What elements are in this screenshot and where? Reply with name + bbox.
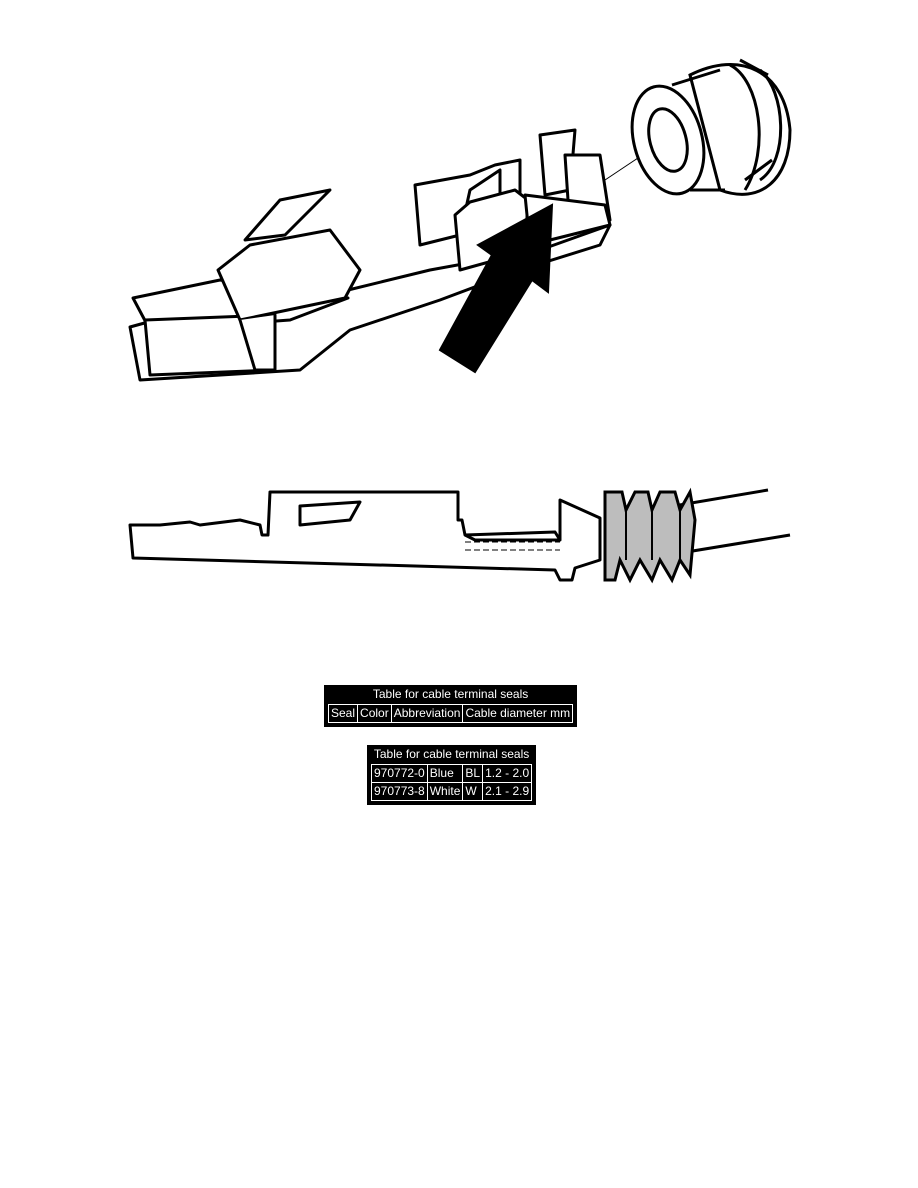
terminal-side-figure	[128, 487, 791, 584]
column-header: Cable diameter mm	[462, 704, 574, 723]
table-cell: W	[462, 782, 484, 801]
seal-table-header: Table for cable terminal seals Seal Colo…	[324, 685, 578, 727]
table: Seal Color Abbreviation Cable diameter m…	[327, 704, 574, 723]
table-caption: Table for cable terminal seals	[372, 687, 529, 701]
column-header: Abbreviation	[390, 704, 464, 723]
table-caption: Table for cable terminal seals	[373, 747, 530, 761]
table-cell: BL	[462, 764, 484, 783]
table-header-row: Seal Color Abbreviation Cable diameter m…	[327, 704, 574, 723]
terminal-isometric-figure	[128, 58, 792, 382]
table-cell: White	[426, 782, 464, 801]
table-row: 970772-0 Blue BL 1.2 - 2.0	[371, 764, 533, 783]
table-row: 970773-8 White W 2.1 - 2.9	[371, 782, 533, 801]
table-cell: Blue	[426, 764, 464, 783]
arrow-icon	[438, 203, 554, 374]
table-cell: 2.1 - 2.9	[482, 782, 533, 801]
column-header: Color	[357, 704, 392, 723]
table-cell: 970772-0	[371, 764, 428, 783]
table-cell: 1.2 - 2.0	[482, 764, 533, 783]
table: 970772-0 Blue BL 1.2 - 2.0 970773-8 Whit…	[371, 764, 533, 801]
column-header: Seal	[327, 704, 359, 723]
seal-table-body: Table for cable terminal seals 970772-0 …	[367, 745, 537, 805]
table-cell: 970773-8	[371, 782, 428, 801]
